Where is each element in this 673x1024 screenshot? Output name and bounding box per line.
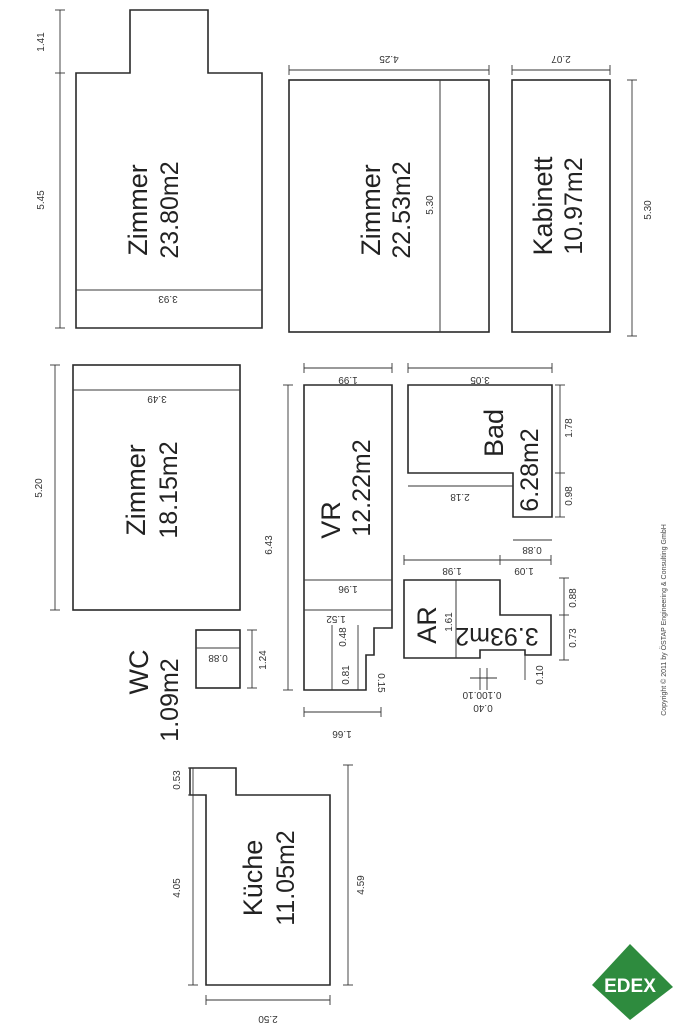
dim-inner: 1.61 <box>444 612 455 632</box>
room-zimmer-3: 3.49 Zimmer 18.15m2 <box>72 364 241 611</box>
dim-w-small: 0.88 <box>522 544 542 555</box>
dim-width: 0.88 <box>208 652 228 663</box>
dim-b2: 0.40 <box>473 702 493 713</box>
dim-height: 5.45 <box>36 190 47 210</box>
dim-width: 3.05 <box>470 374 490 385</box>
room-area: 23.80m2 <box>156 161 184 258</box>
dim-h1: 0.88 <box>568 588 579 608</box>
dims-bad: 3.05 2.18 1.78 0.98 0.88 <box>407 363 575 555</box>
dim-width: 4.25 <box>379 53 399 64</box>
dim-h2: 0.98 <box>564 486 575 506</box>
room-name: Bad <box>479 409 509 457</box>
dim-width-lower: 2.18 <box>450 491 470 502</box>
dims-zimmer-3: 5.20 <box>34 364 60 611</box>
room-ar: AR 1.61 3.93m2 <box>403 579 552 659</box>
room-kabinett: Kabinett 10.97m2 <box>511 79 611 333</box>
dim-width: 1.98 <box>442 565 462 576</box>
dims-vr: 1.99 6.43 1.66 <box>264 363 393 739</box>
dims-ar: 1.98 1.09 0.88 0.73 0.10 0.100.10 0.40 <box>403 555 579 713</box>
logo-text: EDEX <box>604 976 656 997</box>
room-name: Zimmer <box>356 164 386 255</box>
dims-kueche: 0.53 4.05 4.59 2.50 <box>172 764 367 1024</box>
room-area: 22.53m2 <box>388 161 416 258</box>
room-wc: 0.88 WC 1.09m2 <box>124 629 241 742</box>
dims-kabinett: 2.07 5.30 <box>511 53 654 337</box>
dim-d1: 1.52 <box>326 613 346 624</box>
dim-h2: 0.73 <box>568 628 579 648</box>
dim-b3: 0.100.10 <box>462 689 501 700</box>
dim-top: 0.53 <box>172 770 183 790</box>
dim-top: 1.41 <box>36 32 47 52</box>
room-name: WC <box>124 650 154 695</box>
dim-d3: 0.81 <box>341 665 352 685</box>
room-zimmer-1: Zimmer 23.80m2 3.93 <box>75 9 263 329</box>
dim-height: 5.20 <box>34 478 45 498</box>
dim-width-top: 1.99 <box>338 374 358 385</box>
dim-width: 3.93 <box>158 293 178 304</box>
copyright-text: Copyright © 2011 by ÖSTAP Engineering & … <box>660 524 668 716</box>
dims-zimmer-2: 4.25 <box>288 53 490 75</box>
room-area: 3.93m2 <box>455 622 538 650</box>
dims-wc: 1.24 <box>247 629 269 689</box>
dim-height: 5.30 <box>643 200 654 220</box>
dim-d4: 0.15 <box>375 673 386 693</box>
dim-d2: 0.48 <box>338 627 349 647</box>
dim-width: 2.07 <box>551 53 571 64</box>
edex-logo: EDEX <box>592 944 673 1020</box>
room-area: 10.97m2 <box>560 157 588 254</box>
dim-h1: 1.78 <box>564 418 575 438</box>
dim-b1: 0.10 <box>535 665 546 685</box>
dim-height: 6.43 <box>264 535 275 555</box>
room-area: 11.05m2 <box>272 830 300 925</box>
dim-w2: 1.09 <box>514 565 534 576</box>
room-vr: VR 12.22m2 1.96 1.52 0.48 0.81 0.15 <box>303 384 393 693</box>
room-name: Kabinett <box>528 156 558 256</box>
room-kueche: Küche 11.05m2 <box>189 767 331 986</box>
dims-zimmer-1: 1.41 5.45 <box>36 9 65 329</box>
room-area: 12.22m2 <box>348 439 376 536</box>
room-name: AR <box>412 606 442 644</box>
room-bad: Bad 6.28m2 <box>407 384 553 518</box>
room-name: Küche <box>238 840 268 917</box>
dim-width-bottom: 1.66 <box>332 728 352 739</box>
room-name: Zimmer <box>123 164 153 255</box>
room-name: VR <box>316 501 346 539</box>
room-zimmer-2: Zimmer 22.53m2 5.30 <box>288 79 490 333</box>
dim-h-inner: 4.05 <box>172 878 183 898</box>
dim-width-mid: 1.96 <box>338 583 358 594</box>
room-name: Zimmer <box>121 444 151 535</box>
dim-width: 2.50 <box>258 1013 278 1024</box>
room-area: 1.09m2 <box>156 658 184 741</box>
room-area: 6.28m2 <box>516 428 544 511</box>
dim-width: 3.49 <box>147 393 167 404</box>
dim-height: 5.30 <box>425 195 436 215</box>
room-area: 18.15m2 <box>155 441 183 538</box>
dim-h-outer: 4.59 <box>356 875 367 895</box>
dim-height: 1.24 <box>258 650 269 670</box>
